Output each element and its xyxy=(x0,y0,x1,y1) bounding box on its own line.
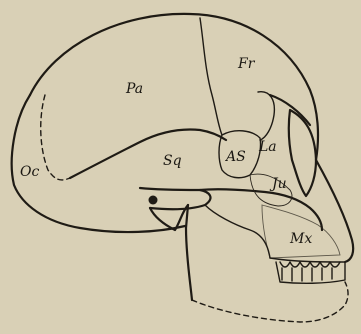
mandible-jaw xyxy=(192,282,348,322)
mandible-ramus xyxy=(186,205,192,300)
label-sq: Sq xyxy=(163,153,182,169)
lacrimal-outline xyxy=(258,92,274,140)
upper-teeth xyxy=(270,258,345,283)
ear-opening xyxy=(149,196,158,205)
mandible-notch xyxy=(205,205,270,258)
squamosal-suture xyxy=(70,130,226,179)
label-fr: Fr xyxy=(237,56,256,72)
maxilla-outline xyxy=(316,160,353,262)
orbit-outline xyxy=(289,110,316,196)
label-pa: Pa xyxy=(125,81,143,97)
label-ju: Ju xyxy=(269,176,287,192)
label-oc: Oc xyxy=(20,164,39,180)
label-as: AS xyxy=(224,149,246,165)
jugal-outline xyxy=(200,189,322,230)
label-mx: Mx xyxy=(289,231,312,247)
coronal-suture xyxy=(200,18,222,135)
label-la: La xyxy=(258,139,277,155)
lambdoid-suture xyxy=(41,95,70,180)
